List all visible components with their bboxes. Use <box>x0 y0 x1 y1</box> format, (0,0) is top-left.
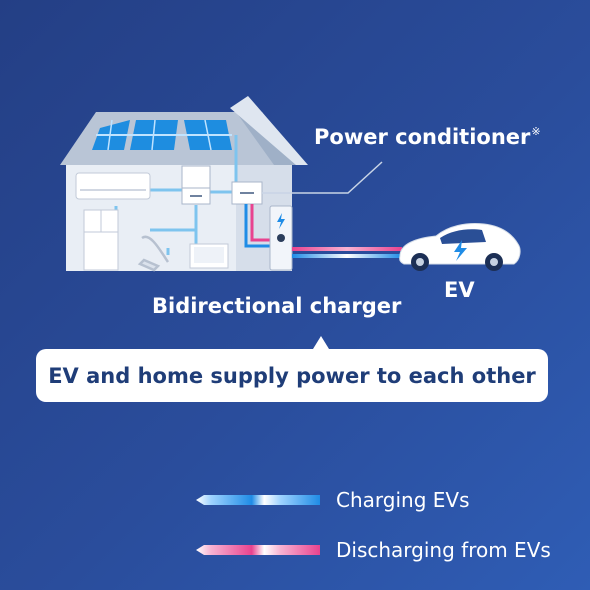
bidirectional-charger-label: Bidirectional charger <box>152 294 402 318</box>
charging-line-swatch <box>196 495 320 505</box>
vacuum-cleaner-icon <box>137 235 170 272</box>
power-conditioner-text: Power conditioner <box>314 125 531 149</box>
air-conditioner-icon <box>75 172 151 200</box>
electric-car-icon <box>399 223 521 271</box>
legend-label-charging: Charging EVs <box>336 488 470 512</box>
callout-text: EV and home supply power to each other <box>48 363 536 388</box>
ev-label: EV <box>444 278 475 302</box>
bidirectional-charger-icon <box>269 205 293 271</box>
legend-item-charging: Charging EVs <box>196 488 470 512</box>
legend-label-discharging: Discharging from EVs <box>336 538 551 562</box>
power-conditioner-label: Power conditioner※ <box>314 125 541 149</box>
ev-cable <box>292 247 402 258</box>
callout-bubble: EV and home supply power to each other <box>36 349 548 402</box>
lightning-bolt-icon <box>454 240 467 261</box>
discharging-line-swatch <box>196 545 320 555</box>
charger-wiring <box>244 204 270 248</box>
breaker-panel-icon <box>231 181 263 205</box>
legend-item-discharging: Discharging from EVs <box>196 538 551 562</box>
television-icon <box>189 243 229 269</box>
refrigerator-icon <box>83 209 119 271</box>
power-conditioner-icon <box>181 165 211 205</box>
callout-pointer <box>313 336 329 349</box>
solar-panel-icon <box>92 119 232 151</box>
footnote-mark: ※ <box>531 125 541 138</box>
power-conditioner-pointer <box>262 161 383 194</box>
